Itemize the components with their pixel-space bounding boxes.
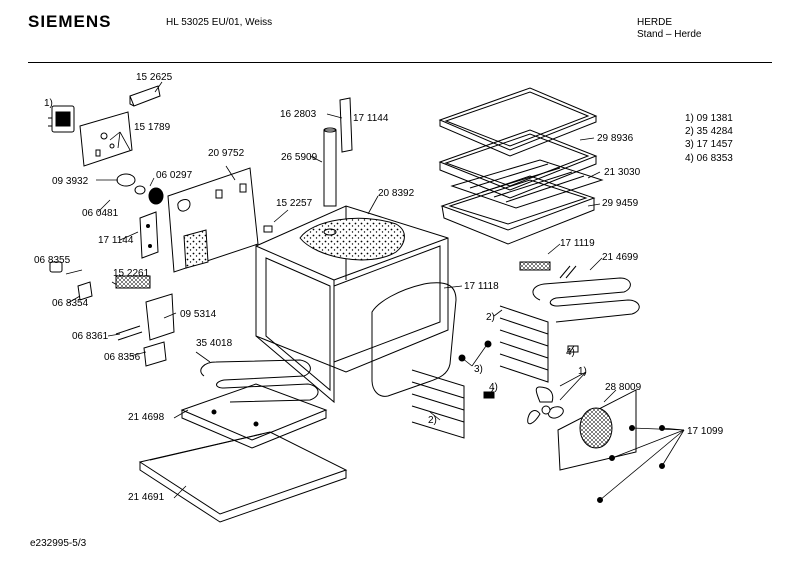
legend: 1) 09 1381 2) 35 4284 3) 17 1457 4) 06 8… — [685, 112, 733, 165]
part-label: 15 2257 — [276, 198, 313, 209]
part-label: 28 8009 — [605, 382, 642, 393]
footer-code: e232995-5/3 — [30, 538, 87, 549]
model-title: HL 53025 EU/01, Weiss — [166, 17, 273, 28]
brand-logo: SIEMENS — [28, 12, 112, 31]
part-label: 1) — [44, 98, 53, 109]
screws — [598, 426, 665, 503]
part-label: 09 3932 — [52, 176, 89, 187]
part-label: 06 8356 — [104, 352, 141, 363]
part-label: 17 1119 — [560, 238, 595, 249]
fan-cover — [558, 390, 636, 470]
vent-pipe — [264, 98, 352, 232]
part-label: 26 5909 — [281, 152, 318, 163]
part-label: 20 9752 — [208, 148, 245, 159]
convection-fan — [528, 387, 564, 424]
hardware — [459, 341, 578, 398]
bottom-heater — [201, 360, 318, 402]
part-label: 06 8361 — [72, 331, 109, 342]
category-subtitle: Stand – Herde — [637, 29, 702, 40]
enamel-tray — [440, 130, 596, 198]
part-label: 17 1118 — [464, 281, 499, 292]
base-plate — [140, 432, 346, 522]
part-label: 16 2803 — [280, 109, 317, 120]
small-parts — [50, 262, 174, 366]
part-label: 17 1099 — [687, 426, 724, 437]
category-title: HERDE — [637, 17, 673, 28]
part-label: 29 8936 — [597, 133, 634, 144]
bottom-cover — [182, 384, 326, 448]
header-divider — [28, 62, 772, 63]
control-switch — [48, 106, 74, 132]
part-label: 15 2625 — [136, 72, 173, 83]
part-label: 35 4018 — [196, 338, 233, 349]
legend-item: 4) 06 8353 — [685, 152, 733, 164]
part-label: 1) — [578, 366, 587, 377]
legend-item: 1) 09 1381 — [685, 113, 733, 124]
part-label: 06 0481 — [82, 208, 119, 219]
mounting-bracket — [130, 86, 160, 106]
part-label: 21 3030 — [604, 167, 641, 178]
shelf-support-right — [500, 306, 548, 382]
part-label: 15 2261 — [113, 268, 150, 279]
part-label: 4) — [566, 347, 575, 358]
part-label: 29 9459 — [602, 198, 639, 209]
grill-heater — [520, 262, 639, 322]
part-label: 21 4698 — [128, 412, 165, 423]
deep-tray — [442, 176, 594, 244]
legend-item: 3) 17 1457 — [685, 139, 733, 151]
knob — [117, 174, 163, 204]
part-label: 2) — [428, 415, 437, 426]
part-label: 17 1144 — [98, 235, 134, 246]
shelf-support-left — [412, 370, 464, 438]
part-label: 20 8392 — [378, 188, 415, 199]
part-label: 21 4691 — [128, 492, 165, 503]
leader-lines — [66, 82, 684, 500]
part-label: 06 8355 — [34, 255, 71, 266]
part-label: 21 4699 — [602, 252, 639, 263]
door-seal — [372, 283, 456, 397]
legend-item: 2) 35 4284 — [685, 126, 733, 138]
part-label: 15 1789 — [134, 122, 171, 133]
insulation-panel — [168, 168, 258, 272]
part-label: 3) — [474, 364, 483, 375]
oven-cavity — [256, 206, 448, 402]
control-panel-plate — [80, 112, 132, 166]
part-label: 4) — [489, 382, 498, 393]
part-label: 06 8354 — [52, 298, 89, 309]
part-label: 2) — [486, 312, 495, 323]
part-label: 09 5314 — [180, 309, 217, 320]
part-label: 17 1144 — [353, 113, 389, 124]
side-bracket — [140, 212, 158, 258]
part-label: 06 0297 — [156, 170, 193, 181]
baking-tray — [440, 88, 596, 156]
